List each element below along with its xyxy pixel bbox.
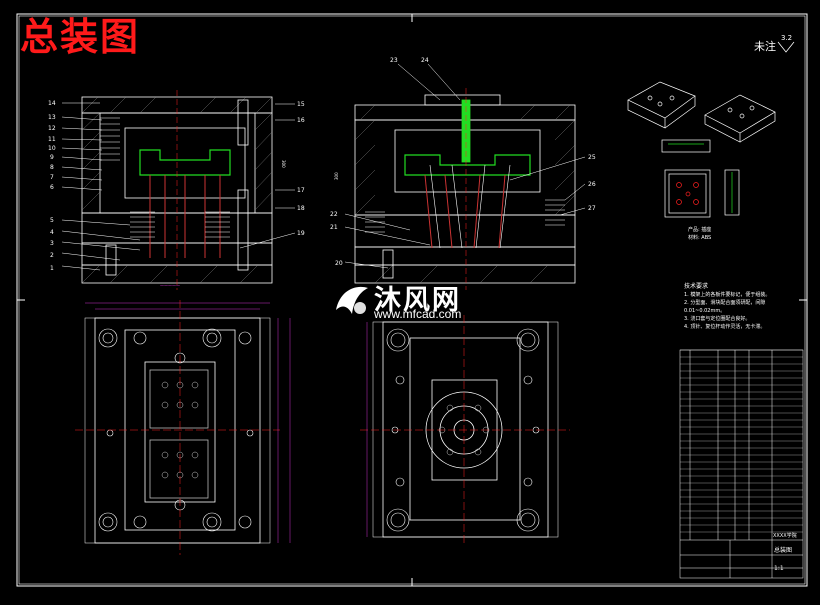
balloon-9: 9 — [50, 154, 54, 161]
left-leaders — [61, 102, 296, 271]
balloon-12: 12 — [48, 125, 56, 132]
roughness-symbol-icon — [777, 41, 795, 53]
balloon-18: 18 — [297, 205, 305, 212]
drawing-title: 总装图 — [20, 15, 141, 59]
balloon-22: 22 — [330, 211, 338, 218]
bom-table — [679, 349, 804, 579]
balloon-14: 14 — [48, 100, 56, 107]
right-leaders — [344, 63, 586, 269]
balloon-19: 19 — [297, 230, 305, 237]
watermark-logo-icon — [336, 286, 368, 314]
moving-half-plan-view — [75, 300, 291, 555]
balloon-4: 4 — [50, 229, 54, 236]
balloon-16: 16 — [297, 117, 305, 124]
balloon-6: 6 — [50, 184, 54, 191]
watermark-name: 沐风网 — [374, 285, 461, 315]
note-2: 2. 分型面、滑块配合面须研配，间隙 0.01~0.02mm。 — [684, 300, 766, 314]
balloon-8: 8 — [50, 164, 54, 171]
balloon-11: 11 — [48, 136, 56, 143]
product-name: 产品: 插座 — [688, 227, 712, 233]
technical-notes: 技术要求 1. 模架上的各板件要标记，便于组装。 2. 分型面、滑块配合面须研配… — [684, 283, 794, 331]
roughness-value: 3.2 — [781, 34, 793, 42]
balloon-21: 21 — [330, 224, 338, 231]
watermark-url: www.mfcad.com — [374, 307, 462, 321]
roughness-label: 未注 — [754, 40, 776, 53]
balloon-7: 7 — [50, 174, 54, 181]
product-info: 产品: 插座 材料: ABS — [688, 226, 711, 242]
svg-text:300: 300 — [334, 172, 339, 180]
balloon-3: 3 — [50, 240, 54, 247]
side-section-view: 300 — [334, 88, 576, 290]
balloon-25: 25 — [588, 154, 596, 161]
notes-title: 技术要求 — [684, 283, 709, 290]
balloon-13: 13 — [48, 114, 56, 121]
title-block-name: 总装图 — [774, 547, 793, 554]
title-block-school: XXXX学院 — [773, 533, 797, 539]
balloon-26: 26 — [588, 181, 596, 188]
left-balloon-labels: 1 2 3 4 5 6 7 8 9 10 11 12 13 14 15 16 1… — [48, 100, 305, 272]
balloon-20: 20 — [335, 260, 343, 267]
right-balloon-labels: 20 21 22 23 24 25 26 27 — [330, 57, 596, 267]
balloon-23: 23 — [390, 57, 398, 64]
balloon-27: 27 — [588, 205, 596, 212]
balloon-17: 17 — [297, 187, 305, 194]
balloon-24: 24 — [421, 57, 429, 64]
balloon-2: 2 — [50, 252, 54, 259]
fixed-half-plan-view — [360, 315, 570, 545]
balloon-1: 1 — [50, 265, 54, 272]
front-section-view: ————— 300 — [81, 90, 286, 290]
product-material: 材料: ABS — [688, 235, 712, 241]
note-1: 1. 模架上的各板件要标记，便于组装。 — [684, 292, 771, 298]
balloon-10: 10 — [48, 145, 56, 152]
balloon-15: 15 — [297, 101, 305, 108]
balloon-5: 5 — [50, 217, 54, 224]
svg-text:—————: ————— — [160, 283, 180, 288]
product-views — [627, 81, 776, 218]
title-block-scale: 1:1 — [774, 565, 784, 572]
note-4: 4. 顶针、复位杆动作灵活，无卡滞。 — [684, 324, 766, 330]
note-3: 3. 浇口套与定位圈配合良好。 — [684, 316, 751, 322]
svg-text:300: 300 — [281, 160, 286, 168]
